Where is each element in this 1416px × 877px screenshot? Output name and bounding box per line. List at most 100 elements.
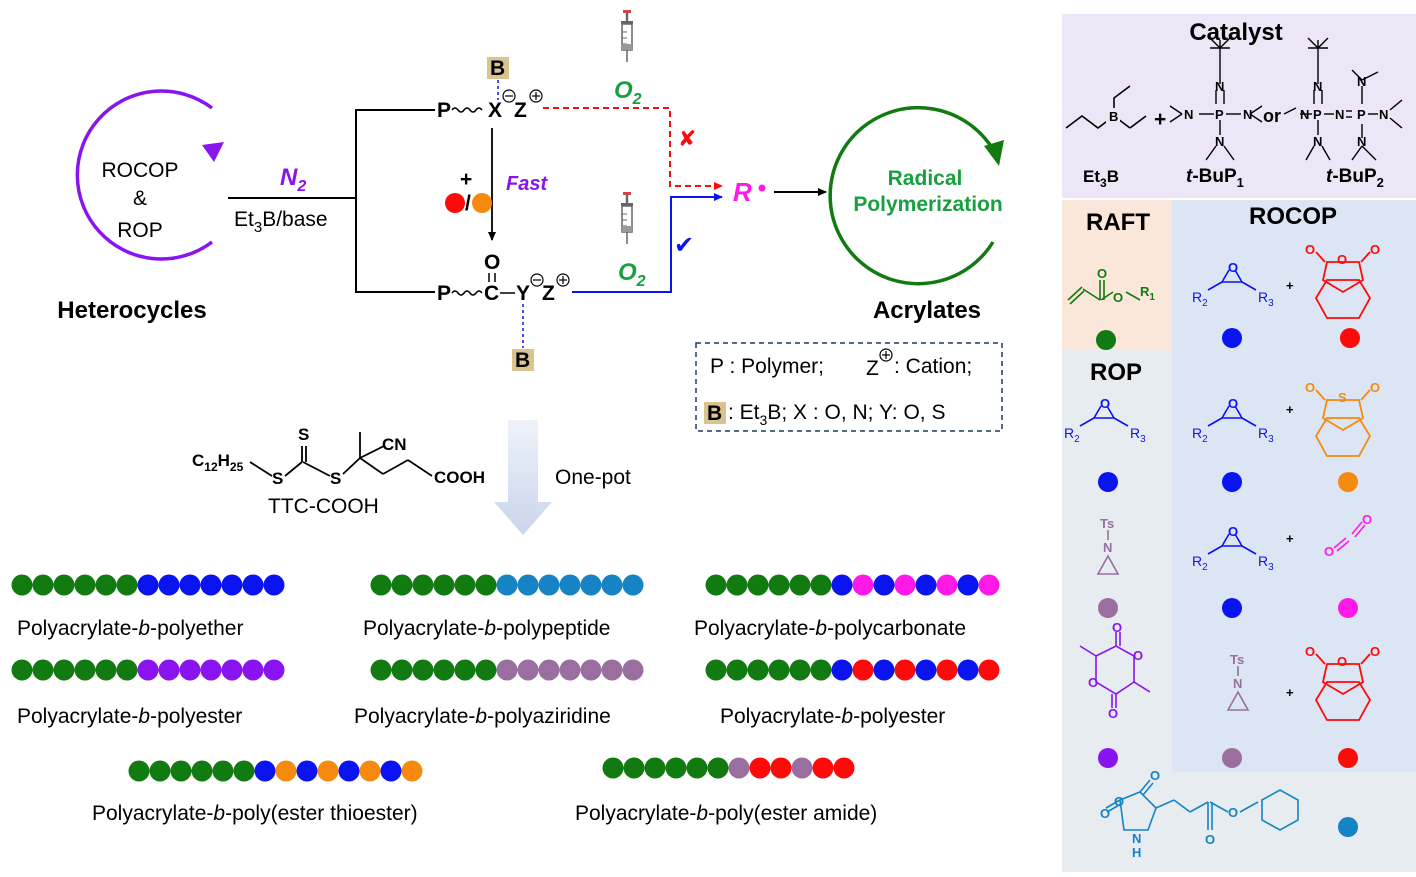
chain-6-monomer [317, 760, 339, 782]
chain-2-monomer [705, 574, 727, 596]
svg-text:H: H [1132, 845, 1141, 860]
raft-title: RAFT [1086, 209, 1150, 236]
svg-text:O: O [1228, 396, 1238, 411]
svg-text:N: N [1215, 79, 1224, 94]
chain-6-monomer [296, 760, 318, 782]
chain-6-monomer [359, 760, 381, 782]
chain-2-monomer [936, 574, 958, 596]
acrylate-monomer [1067, 280, 1141, 305]
svg-text:+: + [460, 168, 472, 191]
rocop-panel [1172, 200, 1416, 772]
cation-red-dot [445, 193, 465, 213]
chain-5-monomer [852, 659, 874, 681]
svg-text:+: + [1286, 531, 1294, 546]
acrylates-label: Acrylates [873, 297, 981, 324]
svg-text:P: P [437, 282, 451, 305]
chain-4-monomer [475, 659, 497, 681]
cross-mark: ✘ [678, 126, 696, 151]
chain-0-monomer [179, 574, 201, 596]
chain-3-monomer [242, 659, 264, 681]
svg-text:O: O [1113, 290, 1123, 305]
svg-text:N: N [1103, 540, 1112, 555]
cation-orange-dot [472, 193, 492, 213]
nca-monomer [1105, 779, 1299, 831]
chain-2-monomer [873, 574, 895, 596]
svg-text:O: O [1324, 544, 1334, 559]
monomer-panel-bottom [1062, 772, 1416, 872]
svg-text:O: O [1205, 832, 1215, 847]
chain-2-monomer [831, 574, 853, 596]
cycle-label-amp: & [133, 187, 147, 210]
svg-text:O: O [1112, 620, 1122, 635]
product-label-polyether: Polyacrylate-b-polyether [17, 617, 243, 640]
product-label-polyester-1: Polyacrylate-b-polyester [17, 705, 242, 728]
chain-1-monomer [391, 574, 413, 596]
svg-text:: Et3B; X : O, N; Y: O, S: : Et3B; X : O, N; Y: O, S [728, 401, 945, 428]
chain-6-monomer [338, 760, 360, 782]
monomer-dot-12 [1338, 817, 1358, 837]
svg-text:O: O [1150, 768, 1160, 783]
ttc-label: TTC-COOH [268, 495, 379, 518]
svg-text:S: S [330, 469, 341, 488]
svg-text:N: N [1357, 74, 1366, 89]
chain-3-monomer [11, 659, 33, 681]
chain-0-monomer [137, 574, 159, 596]
chain-7-monomer [665, 757, 687, 779]
chain-5-monomer [894, 659, 916, 681]
svg-text:O: O [484, 251, 500, 274]
chain-7-monomer [686, 757, 708, 779]
aziridine-rop [1096, 530, 1120, 575]
n2-label: N2 [280, 164, 306, 195]
chain-2-monomer [810, 574, 832, 596]
chain-0-monomer [32, 574, 54, 596]
svg-text:O: O [1305, 380, 1315, 395]
svg-text:Z: Z [542, 282, 555, 305]
svg-text:t-BuP1: t-BuP1 [1186, 166, 1244, 190]
svg-text:Polymerization: Polymerization [853, 193, 1002, 216]
chain-6-monomer [401, 760, 423, 782]
chain-2-monomer [852, 574, 874, 596]
radical-polymerization-cycle: Radical Polymerization [828, 105, 1004, 286]
svg-text:O: O [1337, 252, 1347, 267]
chain-2-monomer [789, 574, 811, 596]
svg-text:N: N [1379, 107, 1388, 122]
monomer-dot-4 [1222, 472, 1242, 492]
chain-7-monomer [602, 757, 624, 779]
svg-text:N: N [1215, 134, 1224, 149]
chain-0-monomer [158, 574, 180, 596]
chain-5-monomer [705, 659, 727, 681]
chain-7-monomer [833, 757, 855, 779]
svg-text:P: P [437, 99, 451, 122]
chain-0-monomer [11, 574, 33, 596]
monomer-dot-8 [1338, 598, 1358, 618]
chain-0-monomer [53, 574, 75, 596]
chain-5-monomer [957, 659, 979, 681]
chain-7-monomer [644, 757, 666, 779]
chain-6-monomer [380, 760, 402, 782]
chain-6-monomer [128, 760, 150, 782]
svg-text:S: S [298, 425, 309, 444]
product-label-polycarbonate: Polyacrylate-b-polycarbonate [694, 617, 966, 640]
monomer-dot-5 [1338, 472, 1358, 492]
monomer-dot-9 [1098, 748, 1118, 768]
chain-0-monomer [221, 574, 243, 596]
svg-text:Ts: Ts [1100, 516, 1114, 531]
reagent-label: Et3B/base [234, 208, 328, 236]
monomer-dot-7 [1222, 598, 1242, 618]
chain-3-monomer [32, 659, 54, 681]
chain-5-monomer [936, 659, 958, 681]
chain-7-monomer [707, 757, 729, 779]
monomer-dot-2 [1340, 328, 1360, 348]
svg-text:+: + [1286, 278, 1294, 293]
chain-5-monomer [831, 659, 853, 681]
monomer-dot-10 [1222, 748, 1242, 768]
chain-6-monomer [149, 760, 171, 782]
svg-text:N: N [1313, 134, 1322, 149]
svg-text:O: O [1337, 654, 1347, 669]
chain-1-monomer [580, 574, 602, 596]
svg-text:/: / [465, 192, 471, 215]
cycle-label-rocop: ROCOP [101, 159, 178, 182]
chain-4-monomer [538, 659, 560, 681]
svg-text:O: O [1305, 242, 1315, 257]
monomer-dot-6 [1098, 598, 1118, 618]
